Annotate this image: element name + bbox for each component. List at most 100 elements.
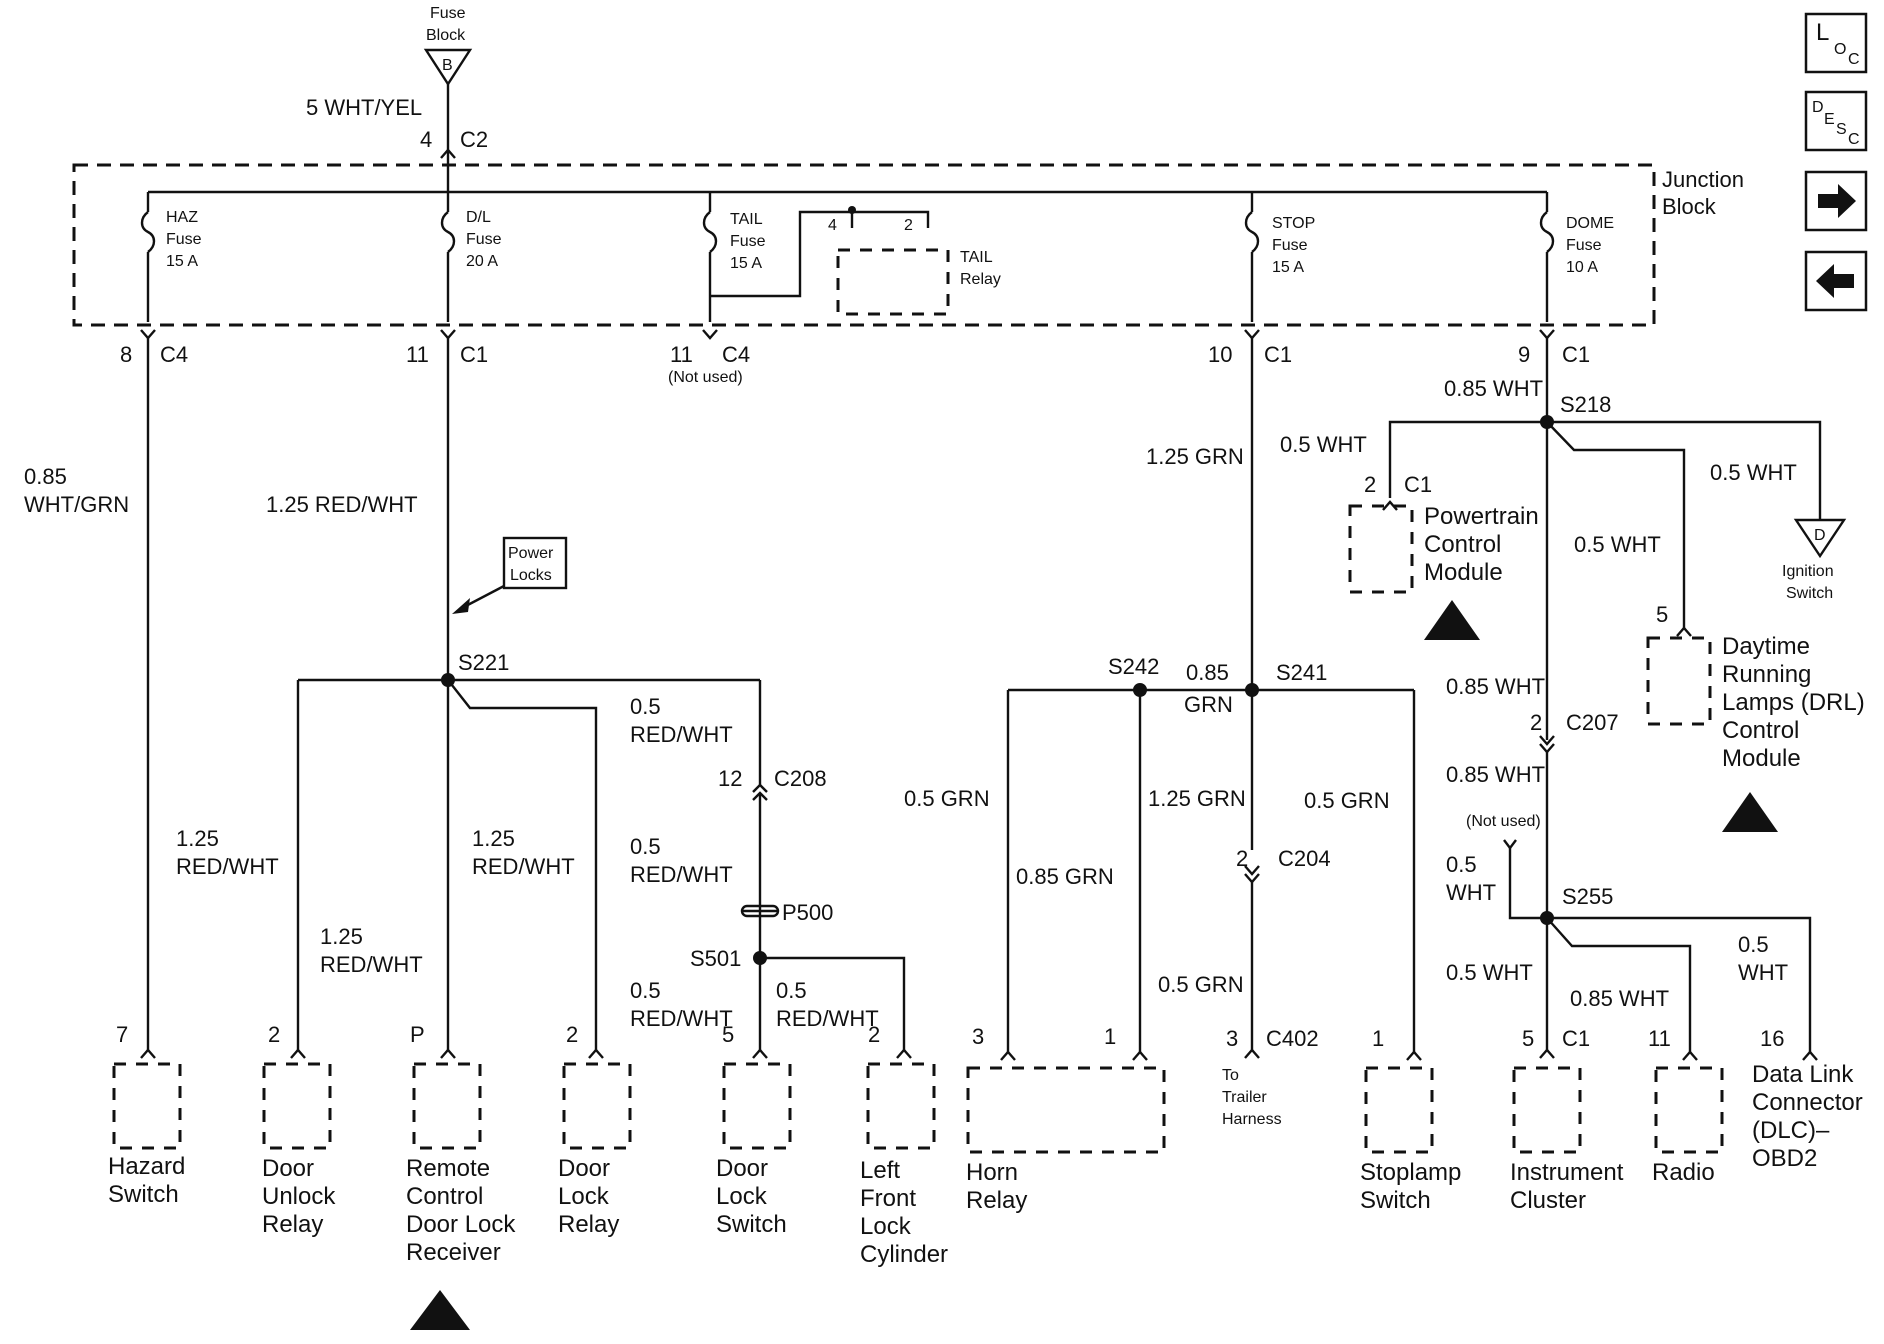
component-label: Horn: [966, 1159, 1018, 1186]
output-connector: C1: [1264, 342, 1292, 367]
component-pin: 1: [1104, 1024, 1116, 1049]
component-label: Front: [860, 1185, 916, 1212]
component-door-lock-switch: 5 Door Lock Switch: [716, 1022, 792, 1238]
component-box: [1512, 1066, 1582, 1154]
wire-label: RED/WHT: [630, 862, 733, 887]
component-label: Switch: [716, 1211, 787, 1238]
component-hazard-switch: 7 Hazard Switch: [108, 1022, 185, 1208]
fuse-label: Fuse: [166, 231, 202, 248]
component-label: Cylinder: [860, 1241, 948, 1268]
component-label: Harness: [1222, 1111, 1282, 1128]
tail-relay: 4 2 TAIL Relay: [828, 217, 1001, 316]
not-used-note: (Not used): [1466, 813, 1541, 830]
output-pin: 11: [670, 342, 693, 367]
component-radio: 11 Radio: [1648, 1026, 1724, 1186]
component-pin: P: [410, 1022, 425, 1047]
component-pin: 5: [722, 1022, 734, 1047]
fuse-label: D/L: [466, 209, 491, 226]
fuse-label: 15 A: [166, 253, 198, 270]
fuse-label: TAIL: [730, 211, 763, 228]
wire-label: 1.25: [176, 826, 219, 851]
tail-relay-box: [836, 248, 950, 316]
splice-label: S501: [690, 946, 741, 971]
ignition-switch: D Ignition Switch: [1782, 518, 1847, 602]
output-pin: 11: [406, 342, 429, 367]
fuse-label: STOP: [1272, 215, 1315, 232]
c2-pin: 4: [420, 127, 432, 152]
loc-letter: C: [1848, 51, 1860, 68]
wire-label: RED/WHT: [630, 1006, 733, 1031]
component-pin: 16: [1760, 1026, 1784, 1051]
drl-box: [1646, 636, 1712, 726]
connector-pin: 12: [718, 766, 742, 791]
wire-label: 0.5 GRN: [1304, 788, 1390, 813]
esd-warning-icon: [1722, 792, 1778, 832]
component-label: Data Link: [1752, 1061, 1854, 1088]
fuse-label: Fuse: [466, 231, 502, 248]
nav-loc-button[interactable]: L O C: [1804, 12, 1868, 74]
desc-letter: D: [1812, 99, 1824, 116]
pcm-label: Module: [1424, 559, 1503, 586]
component-label: Left: [860, 1157, 900, 1184]
desc-letter: E: [1824, 111, 1835, 128]
connector-label: C208: [774, 766, 827, 791]
wire-label: 1.25 RED/WHT: [266, 492, 418, 517]
component-label: Lock: [558, 1183, 610, 1210]
component-label: OBD2: [1752, 1145, 1817, 1172]
connector-pin: 2: [1364, 472, 1376, 497]
wire-label: 0.85 WHT: [1446, 674, 1545, 699]
wire-label-5-wht-yel: 5 WHT/YEL: [306, 95, 422, 120]
output-pin: 8: [120, 342, 132, 367]
tail-relay-label: TAIL: [960, 249, 993, 266]
wire-label: 0.5: [630, 978, 661, 1003]
component-horn-relay: 3 1 Horn Relay: [966, 1024, 1166, 1214]
wire-label: 1.25: [472, 826, 515, 851]
component-label: (DLC)–: [1752, 1117, 1830, 1144]
component-label: Stoplamp: [1360, 1159, 1461, 1186]
hazard-branch: 0.85 WHT/GRN: [24, 338, 150, 1050]
component-connector: C1: [1562, 1026, 1590, 1051]
loc-letter: L: [1816, 19, 1829, 46]
output-connector: C4: [160, 342, 188, 367]
component-label: Door: [262, 1155, 314, 1182]
component-trailer-harness: 3 C402 To Trailer Harness: [1222, 1026, 1319, 1128]
component-data-link-connector: 16 Data Link Connector (DLC)– OBD2: [1752, 1026, 1863, 1172]
output-pin: 10: [1208, 342, 1232, 367]
output-connectors: 8 C4 11 C1 11 C4 (Not used) 10 C1 9 C1: [120, 329, 1590, 386]
nav-prev-button[interactable]: [1804, 250, 1868, 312]
component-box: [412, 1062, 482, 1150]
component-box: [966, 1066, 1166, 1154]
component-door-lock-relay: 2 Door Lock Relay: [558, 1022, 632, 1238]
wire-label: 0.5 WHT: [1446, 960, 1533, 985]
ignition-label: Switch: [1786, 585, 1833, 602]
component-box: [262, 1062, 332, 1150]
splice-label: S242: [1108, 654, 1159, 679]
wire-label: 0.85 GRN: [1016, 864, 1114, 889]
component-label: Remote: [406, 1155, 490, 1182]
component-pin: 3: [1226, 1026, 1238, 1051]
tail-relay-label: Relay: [960, 271, 1001, 288]
ignition-triangle: [1793, 518, 1847, 559]
component-pin: 1: [1372, 1026, 1384, 1051]
fuse-symbol: [1244, 211, 1260, 253]
component-label: Switch: [108, 1181, 179, 1208]
wire-label: RED/WHT: [176, 854, 279, 879]
fuse-dl: D/L Fuse 20 A: [440, 192, 502, 322]
drl-label: Daytime: [1722, 633, 1810, 660]
fuse-block-source: Fuse Block B 5 WHT/YEL 4 C2: [306, 5, 488, 162]
component-remote-control-door-lock-receiver: P Remote Control Door Lock Receiver: [406, 1022, 516, 1330]
fuse-label: Fuse: [730, 233, 766, 250]
component-label: Relay: [558, 1211, 619, 1238]
component-connector: C402: [1266, 1026, 1319, 1051]
nav-desc-button[interactable]: D E S C: [1804, 90, 1868, 152]
wire-label: 0.5: [630, 694, 661, 719]
c2-connector: C2: [460, 127, 488, 152]
component-label: Radio: [1652, 1159, 1715, 1186]
wire-label: RED/WHT: [320, 952, 423, 977]
nav-next-button[interactable]: [1804, 170, 1868, 232]
wire-label: GRN: [1184, 692, 1233, 717]
drl-label: Lamps (DRL): [1722, 689, 1865, 716]
connector-label: C207: [1566, 710, 1619, 735]
fuse-label: 15 A: [1272, 259, 1304, 276]
wire-label: 0.5: [1738, 932, 1769, 957]
